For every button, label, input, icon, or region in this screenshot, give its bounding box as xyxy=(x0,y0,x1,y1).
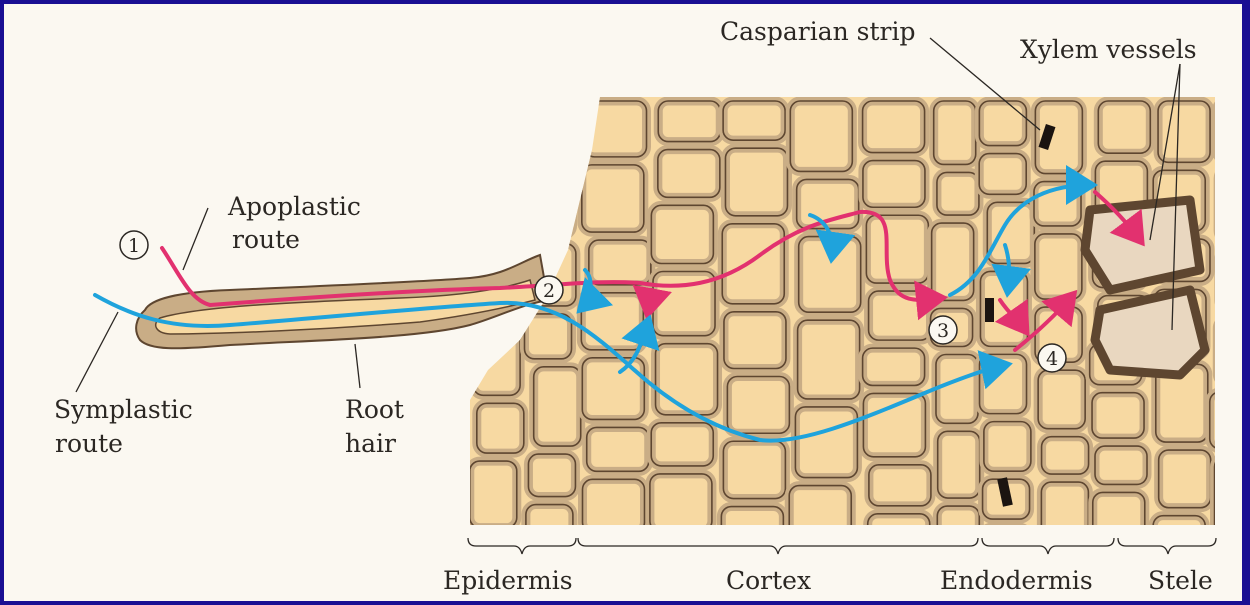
cell xyxy=(1216,101,1236,160)
cell xyxy=(471,168,518,210)
cell xyxy=(1217,318,1237,384)
region-braces xyxy=(468,538,1216,554)
cell xyxy=(475,101,522,160)
cell xyxy=(526,168,573,235)
symplastic-label-line1: Symplastic xyxy=(54,395,193,424)
cortex-brace xyxy=(578,538,978,554)
step-marker-4: 4 xyxy=(1038,344,1066,372)
cell xyxy=(471,168,518,210)
cell xyxy=(1210,392,1230,449)
apoplastic-label-line1: Apoplastic xyxy=(227,192,361,221)
cell xyxy=(475,101,522,160)
svg-text:2: 2 xyxy=(543,280,555,302)
root-hair-label-line1: Root xyxy=(345,395,404,424)
cell xyxy=(1215,457,1235,538)
stele-label: Stele xyxy=(1148,566,1213,595)
xylem-vessels-label: Xylem vessels xyxy=(1020,35,1197,64)
cell xyxy=(1219,249,1239,311)
svg-text:4: 4 xyxy=(1046,348,1058,370)
cell xyxy=(526,101,573,160)
cell xyxy=(1216,101,1236,160)
cell xyxy=(1219,249,1239,311)
cortex-label: Cortex xyxy=(726,566,811,595)
apoplastic-label-line2: route xyxy=(232,225,300,254)
epidermis-label: Epidermis xyxy=(443,566,573,595)
cell xyxy=(1217,318,1237,384)
cell xyxy=(526,101,573,160)
endodermis-brace xyxy=(982,538,1114,554)
stele-brace xyxy=(1118,538,1216,554)
cell xyxy=(1215,457,1235,538)
endodermis-label: Endodermis xyxy=(940,566,1093,595)
symplastic-label-line2: route xyxy=(55,429,123,458)
svg-text:1: 1 xyxy=(128,235,140,257)
cell xyxy=(1218,168,1238,240)
root-hair xyxy=(136,255,548,348)
step-marker-1: 1 xyxy=(120,231,148,259)
root-hair-label-line2: hair xyxy=(345,429,396,458)
cell xyxy=(1218,168,1238,240)
svg-text:3: 3 xyxy=(937,320,949,342)
casparian-strip-label: Casparian strip xyxy=(720,17,916,46)
cell xyxy=(526,168,573,235)
step-marker-3: 3 xyxy=(929,316,957,344)
epidermis-brace xyxy=(468,538,576,554)
step-marker-2: 2 xyxy=(535,276,563,304)
